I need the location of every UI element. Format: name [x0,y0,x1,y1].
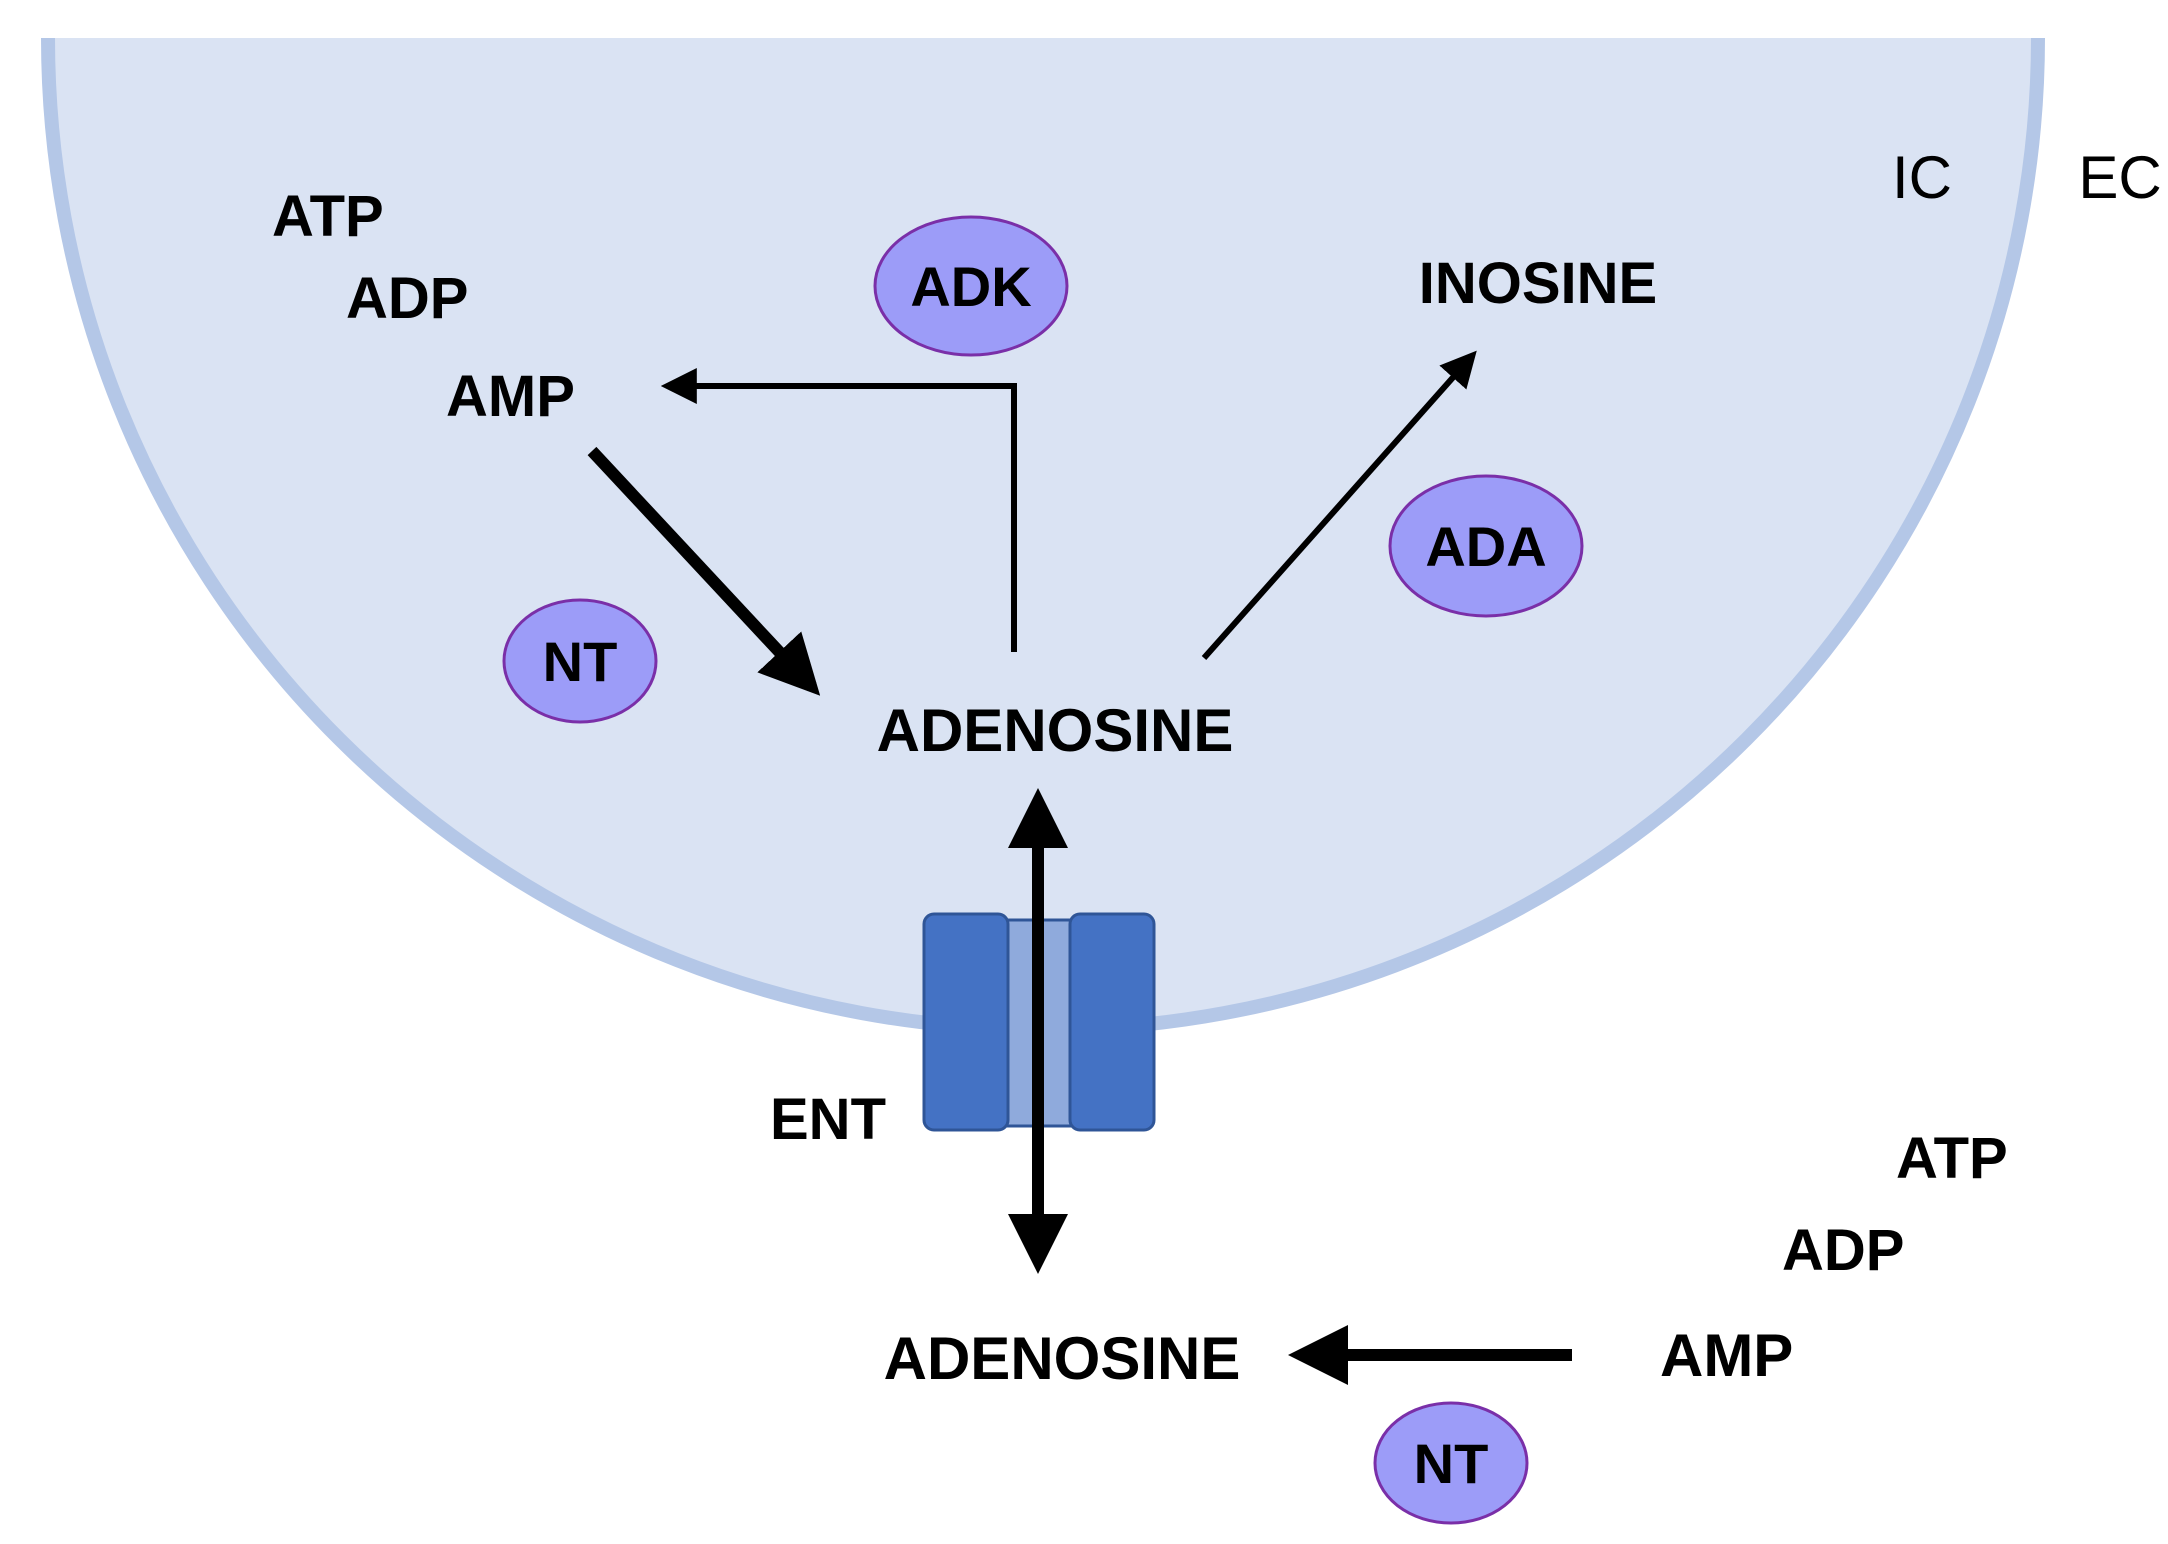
ec-amp-label: AMP [1660,1322,1793,1389]
nt-enzyme-extracellular: NT [1373,1401,1529,1525]
nt-ic-label: NT [543,630,618,693]
ic-atp-label: ATP [272,184,384,249]
arrow-adenosine-to-amp-adk [660,368,1017,652]
intracellular-label: IC [1892,144,1952,211]
nt-ic-ellipse [502,598,658,724]
arrow-adenosine-to-inosine [1201,350,1477,660]
ada-label: ADA [1425,515,1546,578]
nt-ec-ellipse [1373,1401,1529,1525]
nt-ec-label: NT [1414,1432,1489,1495]
ic-adenosine-label: ADENOSINE [877,697,1234,764]
ec-adp-label: ADP [1782,1218,1904,1283]
ent-subunit-right [1068,912,1156,1132]
inosine-label: INOSINE [1419,251,1658,316]
ic-amp-label: AMP [446,364,575,429]
adk-ellipse [873,215,1069,357]
ent-subunit-left [922,912,1010,1132]
cell-body [48,38,2038,1030]
ec-atp-label: ATP [1896,1126,2008,1191]
ic-adp-label: ADP [346,266,468,331]
ada-ellipse [1388,474,1584,618]
ent-label: ENT [770,1087,886,1152]
adk-enzyme: ADK [873,215,1069,357]
extracellular-label: EC [2078,144,2161,211]
ada-enzyme: ADA [1388,474,1584,618]
nt-enzyme-intracellular: NT [502,598,658,724]
arrow-amp-to-adenosine [587,446,821,696]
ec-adenosine-label: ADENOSINE [884,1325,1241,1392]
adk-label: ADK [910,255,1031,318]
